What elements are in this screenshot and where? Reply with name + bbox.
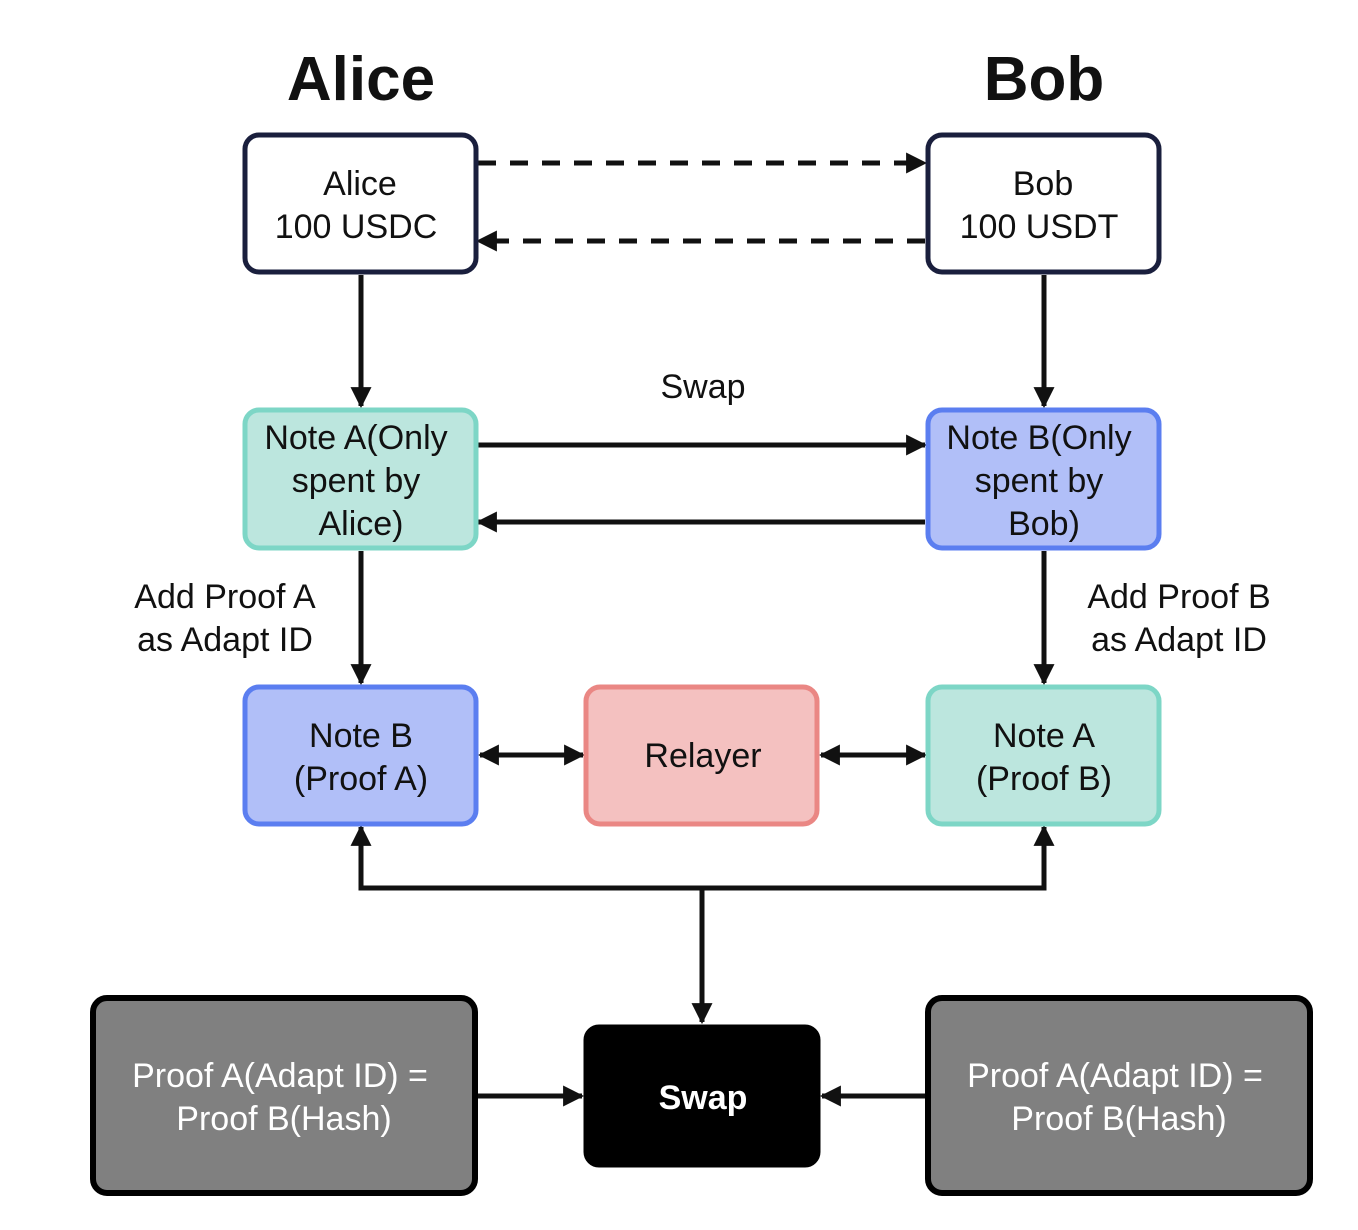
note-b-top-line1: Note B(Only (946, 419, 1131, 457)
bob-wallet-line1: Bob (1013, 165, 1074, 203)
note-a-proof-b-line1: Note A (993, 717, 1095, 755)
relayer-label: Relayer (644, 737, 761, 775)
add-proof-b-line2: as Adapt ID (1091, 621, 1267, 659)
relayer-box (583, 684, 820, 827)
swap-label: Swap (659, 1079, 748, 1117)
bob-wallet-box (925, 132, 1162, 275)
condition-left-line2: Proof B(Hash) (176, 1100, 391, 1138)
note-a-proof-b-box (925, 684, 1162, 827)
note-a-top-node: Note A(Only spent by Alice) (242, 407, 479, 551)
note-a-proof-b-line2: (Proof B) (976, 760, 1112, 798)
note-b-top-line2: spent by (975, 462, 1104, 500)
add-proof-b-line1: Add Proof B (1087, 578, 1270, 616)
add-proof-a-line2: as Adapt ID (137, 621, 313, 659)
condition-right-box (925, 995, 1313, 1196)
swap-node: Swap (583, 1024, 821, 1168)
relayer-node: Relayer (583, 684, 820, 827)
alice-wallet-node: Alice 100 USDC (242, 132, 479, 275)
swap-edge-label: Swap (660, 368, 745, 406)
add-proof-b-label: Add Proof B as Adapt ID (1087, 578, 1270, 659)
condition-right-line1: Proof A(Adapt ID) = (967, 1057, 1263, 1095)
condition-right-node: Proof A(Adapt ID) = Proof B(Hash) (925, 995, 1313, 1196)
note-a-proof-b-node: Note A (Proof B) (925, 684, 1162, 827)
note-a-top-box (242, 407, 479, 551)
note-a-top-line2: spent by (292, 462, 421, 500)
add-proof-a-line1: Add Proof A (134, 578, 316, 616)
condition-left-node: Proof A(Adapt ID) = Proof B(Hash) (90, 995, 478, 1196)
note-a-top-line3: Alice) (318, 505, 403, 543)
bob-heading: Bob (984, 45, 1105, 114)
note-b-top-node: Note B(Only spent by Bob) (925, 407, 1162, 551)
connectors (350, 152, 1055, 1107)
swap-box (583, 1024, 821, 1168)
note-b-proof-a-node: Note B (Proof A) (242, 684, 479, 827)
condition-right-line2: Proof B(Hash) (1011, 1100, 1226, 1138)
condition-left-box (90, 995, 478, 1196)
note-b-proof-a-box (242, 684, 479, 827)
add-proof-a-label: Add Proof A as Adapt ID (134, 578, 316, 659)
alice-wallet-line1: Alice (323, 165, 397, 203)
condition-left-line1: Proof A(Adapt ID) = (132, 1057, 428, 1095)
note-b-top-box (925, 407, 1162, 551)
note-a-top-line1: Note A(Only (264, 419, 447, 457)
bob-wallet-node: Bob 100 USDT (925, 132, 1162, 275)
note-b-proof-a-line1: Note B (309, 717, 413, 755)
bob-wallet-line2: 100 USDT (960, 208, 1119, 246)
alice-heading: Alice (287, 45, 435, 114)
note-b-proof-a-line2: (Proof A) (294, 760, 428, 798)
bracket-proof-notes (350, 824, 1055, 891)
alice-wallet-line2: 100 USDC (275, 208, 438, 246)
note-b-top-line3: Bob) (1008, 505, 1080, 543)
alice-wallet-box (242, 132, 479, 275)
